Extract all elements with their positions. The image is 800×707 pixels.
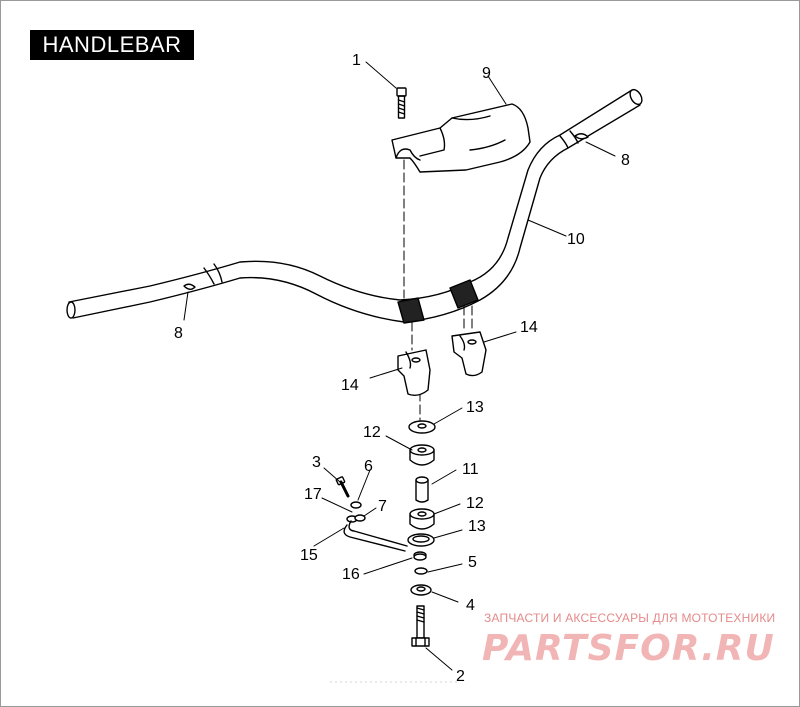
spacer-part-11 bbox=[415, 476, 429, 503]
washer-part-16 bbox=[413, 553, 427, 561]
callout-1: 1 bbox=[352, 52, 361, 69]
callout-4: 4 bbox=[466, 597, 475, 614]
callout-15: 15 bbox=[300, 547, 318, 564]
lockwasher-part-5 bbox=[414, 567, 428, 575]
watermark-logo: PARTSFOR.RU bbox=[482, 628, 775, 669]
callout-8-left: 8 bbox=[174, 325, 183, 342]
callout-12-upper: 12 bbox=[363, 424, 381, 441]
callout-7: 7 bbox=[378, 498, 387, 515]
knurled-section-right bbox=[449, 279, 479, 309]
callout-2: 2 bbox=[456, 668, 465, 685]
alignment-line-left bbox=[403, 159, 421, 421]
leader-lines bbox=[183, 61, 616, 671]
washer-part-4 bbox=[410, 584, 432, 596]
callout-8-right: 8 bbox=[621, 152, 630, 169]
nut-part-7 bbox=[354, 514, 366, 522]
bushing-part-12-upper bbox=[409, 444, 435, 466]
riser-part-14-right bbox=[451, 331, 487, 377]
bushing-part-13-lower bbox=[407, 533, 435, 547]
bolt-part-1 bbox=[396, 87, 407, 119]
callout-3: 3 bbox=[312, 454, 321, 471]
handlebar-part-10 bbox=[66, 88, 643, 323]
callout-10: 10 bbox=[567, 231, 585, 248]
knurled-section-left bbox=[397, 297, 425, 324]
diagram-title: HANDLEBAR bbox=[30, 30, 194, 60]
dimple-part-8-left bbox=[183, 283, 196, 290]
bushing-part-12-lower bbox=[409, 508, 435, 530]
callout-16: 16 bbox=[342, 566, 360, 583]
dimple-part-8-right bbox=[574, 133, 589, 140]
callout-5: 5 bbox=[468, 554, 477, 571]
riser-part-14-left bbox=[397, 349, 431, 397]
bushing-part-13-upper bbox=[408, 420, 436, 434]
callout-9: 9 bbox=[482, 65, 491, 82]
callout-13-upper: 13 bbox=[466, 399, 484, 416]
clamp-cover-part-9 bbox=[391, 103, 531, 173]
watermark-subtitle: ЗАПЧАСТИ И АКСЕССУАРЫ ДЛЯ МОТОТЕХНИКИ bbox=[484, 611, 776, 625]
callout-6: 6 bbox=[364, 458, 373, 475]
bolt-part-2 bbox=[411, 605, 430, 647]
callout-11: 11 bbox=[462, 461, 479, 478]
screw-part-3 bbox=[335, 476, 350, 498]
alignment-line-right bbox=[463, 305, 473, 333]
callout-14-left: 14 bbox=[341, 377, 359, 394]
callout-13-lower: 13 bbox=[468, 518, 486, 535]
callout-17: 17 bbox=[304, 486, 322, 503]
callout-12-lower: 12 bbox=[466, 495, 484, 512]
lockwasher-part-6 bbox=[350, 501, 362, 509]
callout-14-right: 14 bbox=[520, 319, 538, 336]
